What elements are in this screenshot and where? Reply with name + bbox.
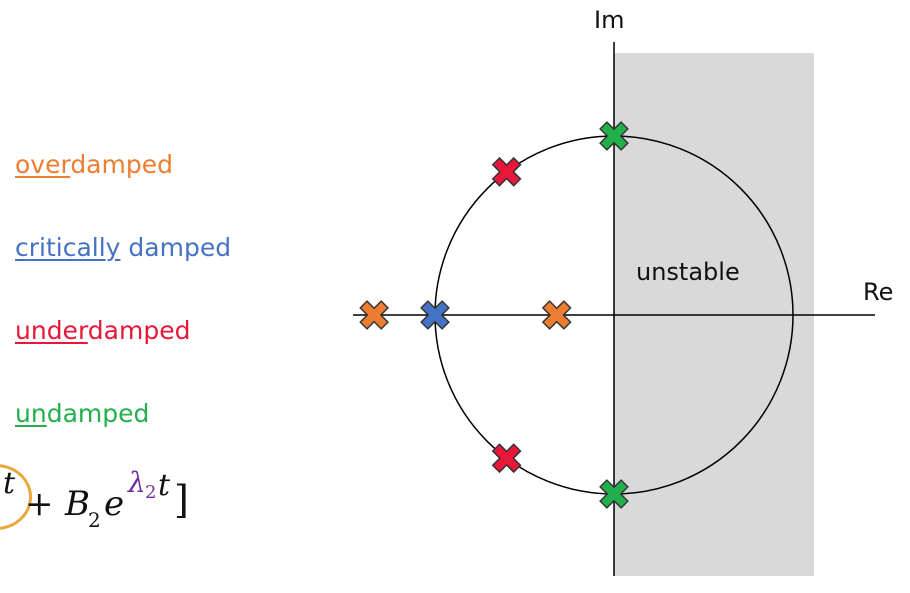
legend-overdamped: overdamped [15, 150, 173, 180]
legend-underdamped-rest: damped [87, 316, 191, 345]
legend-critically-damped-rest: damped [120, 233, 232, 262]
legend-underdamped: underdamped [15, 316, 190, 346]
formula-b: B [65, 484, 90, 524]
pole-marker-critically-damped-2 [420, 300, 450, 330]
poles-layer [359, 121, 629, 509]
legend-critically-damped-underlined: critically [15, 233, 121, 262]
formula-bracket: ] [174, 478, 189, 522]
pole-marker-undamped-5 [599, 121, 629, 151]
legend-undamped: undamped [15, 399, 149, 429]
pole-marker-underdamped-4 [491, 443, 522, 474]
pole-marker-overdamped-1 [541, 300, 572, 330]
legend-overdamped-underlined: over [15, 150, 71, 179]
formula-t2: t [158, 468, 171, 503]
formula-e: e [104, 484, 125, 524]
legend-critically-damped: critically damped [15, 233, 231, 263]
real-axis-label: Re [863, 278, 894, 306]
pole-marker-overdamped-0 [359, 300, 390, 330]
legend-undamped-rest: damped [46, 399, 150, 428]
formula-plus: + [25, 484, 54, 524]
formula-lambda: λ [128, 466, 146, 499]
formula-b-subscript: 2 [88, 508, 101, 532]
formula-t1: t [3, 466, 16, 501]
imaginary-axis-label: Im [594, 6, 625, 34]
unstable-region-label: unstable [636, 258, 740, 286]
legend-underdamped-underlined: under [15, 316, 88, 345]
pole-marker-undamped-6 [599, 479, 629, 509]
solution-formula: t + B 2 e λ 2 t ] [0, 462, 230, 542]
legend-undamped-underlined: un [15, 399, 47, 428]
legend-overdamped-rest: damped [70, 150, 173, 179]
pole-marker-underdamped-3 [491, 156, 522, 187]
formula-lambda-subscript: 2 [145, 482, 157, 503]
